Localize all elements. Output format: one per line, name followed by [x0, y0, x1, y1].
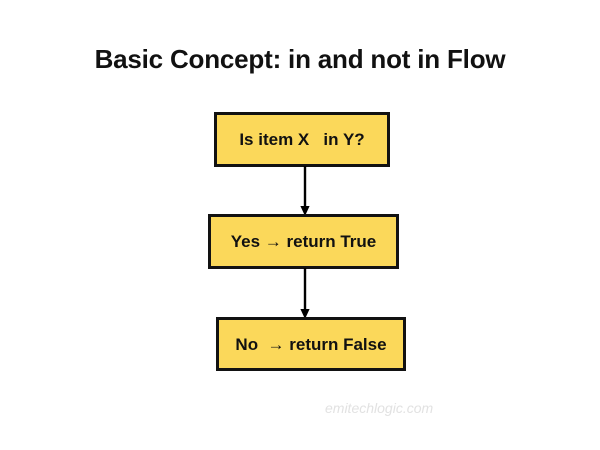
flow-node-no-branch-label: No → return False [235, 334, 387, 354]
flow-connector-yes-to-no [295, 268, 315, 319]
flow-node-yes-branch-label: Yes → return True [230, 232, 377, 251]
watermark: emitechlogic.com [325, 400, 434, 416]
arrow-down-icon [300, 268, 310, 319]
flow-connector-question-to-yes [295, 166, 315, 216]
arrow-down-icon [300, 166, 310, 216]
flow-node-question-label: Is item X in Y? [239, 130, 365, 149]
flow-node-yes-branch[interactable]: Yes → return True [208, 214, 399, 269]
page-title: Basic Concept: in and not in Flow [94, 44, 506, 74]
flow-node-question[interactable]: Is item X in Y? [214, 112, 390, 167]
flow-node-no-branch[interactable]: No → return False [216, 317, 406, 371]
